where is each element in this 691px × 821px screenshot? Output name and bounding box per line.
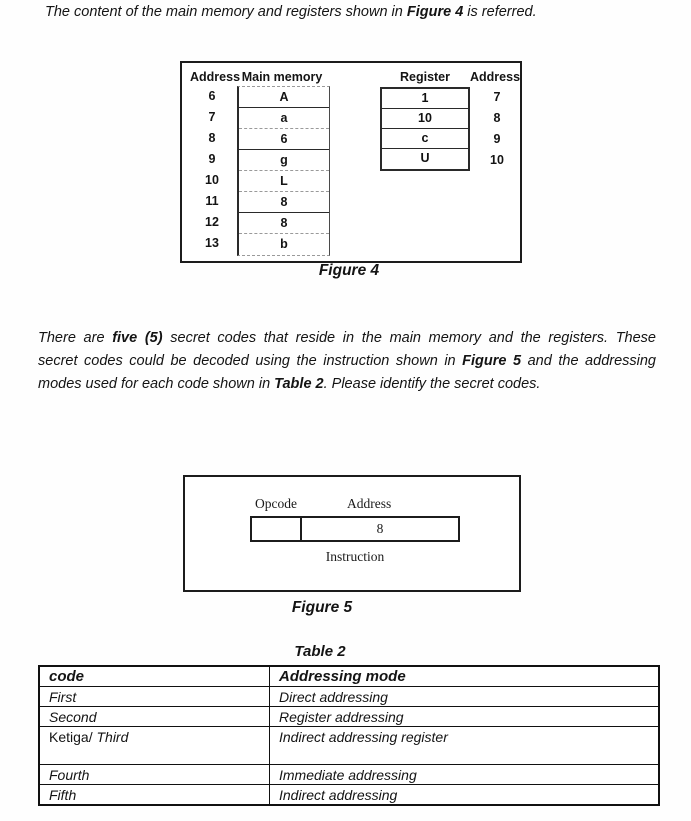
figure5-caption: Figure 5	[291, 599, 353, 616]
code-cell: Fourth	[38, 764, 270, 785]
main-memory-header: Main memory	[241, 70, 323, 84]
table2-caption: Table 2	[294, 643, 346, 660]
table-row: Second Register addressing	[38, 706, 660, 727]
paragraph-text: secret codes could be decoded using the …	[38, 353, 463, 369]
paragraph-line-2: secret codes could be decoded using the …	[38, 350, 656, 373]
figure5-box: Opcode Address 8 Instruction	[183, 475, 521, 592]
memory-cell: A	[239, 87, 329, 108]
paragraph-line-1: There are five (5) secret codes that res…	[38, 327, 656, 350]
paragraph-line-3: modes used for each code shown in Table …	[38, 373, 656, 396]
memory-cell: a	[239, 108, 329, 129]
opcode-field	[252, 518, 302, 540]
five-codes-ref: five (5)	[112, 330, 163, 346]
instruction-bar: 8	[250, 516, 460, 542]
register-cell: U	[420, 151, 430, 165]
table-row: Fifth Indirect addressing	[38, 784, 660, 806]
code-cell: Second	[38, 706, 270, 727]
table2-header-code: code	[38, 665, 270, 687]
register-address: 7	[493, 90, 501, 104]
main-memory-column: A a 6 g L 8 8 b	[237, 86, 330, 256]
intro-text-2: is referred.	[463, 4, 537, 20]
mode-cell: Immediate addressing	[269, 764, 660, 785]
memory-address: 13	[205, 236, 219, 250]
memory-cell: b	[280, 237, 288, 251]
code-cell: Ketiga/ Third	[38, 726, 270, 765]
register-address: 10	[490, 153, 504, 167]
paragraph-text: secret codes that reside in the main mem…	[162, 330, 656, 346]
register-address-column: 7 8 9 10	[477, 87, 517, 171]
table-row: First Direct addressing	[38, 686, 660, 707]
memory-cell: g	[239, 150, 329, 171]
code-cell: Fifth	[38, 784, 270, 806]
register-header: Register	[399, 70, 451, 84]
intro-figure4-ref: Figure 4	[406, 4, 464, 20]
intro-sentence: The content of the main memory and regis…	[45, 3, 645, 22]
code-prefix: Ketiga/	[49, 729, 97, 745]
mode-cell: Direct addressing	[269, 686, 660, 707]
memory-cell: 8	[239, 213, 329, 234]
code-cell: First	[38, 686, 270, 707]
code-text: Third	[96, 729, 129, 745]
figure5-ref: Figure 5	[462, 353, 522, 369]
paragraph-text: There are	[38, 330, 113, 346]
mode-cell: Indirect addressing	[269, 784, 660, 806]
opcode-label: Opcode	[255, 496, 297, 511]
table-row: Fourth Immediate addressing	[38, 764, 660, 785]
register-address: 8	[493, 111, 501, 125]
register-address-header: Address	[470, 70, 521, 84]
memory-address: 6	[208, 89, 216, 103]
register-address: 9	[493, 132, 501, 146]
memory-address: 12	[205, 215, 219, 229]
register-cell: 10	[382, 109, 468, 129]
register-cell: 1	[382, 89, 468, 109]
memory-address: 8	[208, 131, 216, 145]
table2-header-row: code Addressing mode	[38, 665, 660, 687]
memory-address: 9	[208, 152, 216, 166]
table2: code Addressing mode First Direct addres…	[38, 665, 660, 806]
register-cell: c	[382, 129, 468, 149]
register-column: 1 10 c U	[380, 87, 470, 171]
table2-ref: Table 2	[274, 376, 324, 392]
memory-address-column: 6 7 8 9 10 11 12 13	[192, 86, 232, 254]
memory-cell: 8	[239, 192, 329, 213]
mode-cell: Register addressing	[269, 706, 660, 727]
instruction-label: Instruction	[325, 549, 385, 564]
table2-header-mode: Addressing mode	[269, 665, 660, 687]
memory-cell: L	[239, 171, 329, 192]
memory-address: 7	[208, 110, 216, 124]
secret-codes-paragraph: There are five (5) secret codes that res…	[38, 327, 656, 396]
paragraph-text: . Please identify the secret codes.	[323, 376, 541, 392]
paragraph-text: modes used for each code shown in	[38, 376, 275, 392]
figure4-box: Address Main memory 6 7 8 9 10 11 12 13 …	[180, 61, 522, 263]
memory-address-header: Address	[190, 70, 241, 84]
table-row: Ketiga/ Third Indirect addressing regist…	[38, 726, 660, 765]
memory-address: 10	[205, 173, 219, 187]
memory-cell: 6	[239, 129, 329, 150]
address-label: Address	[347, 496, 392, 511]
memory-address: 11	[205, 194, 219, 208]
figure4-caption: Figure 4	[318, 262, 380, 279]
mode-cell: Indirect addressing register	[269, 726, 660, 765]
address-field: 8	[376, 521, 384, 536]
intro-text-1: The content of the main memory and regis…	[45, 4, 407, 20]
paragraph-text: and the addressing	[521, 353, 656, 369]
